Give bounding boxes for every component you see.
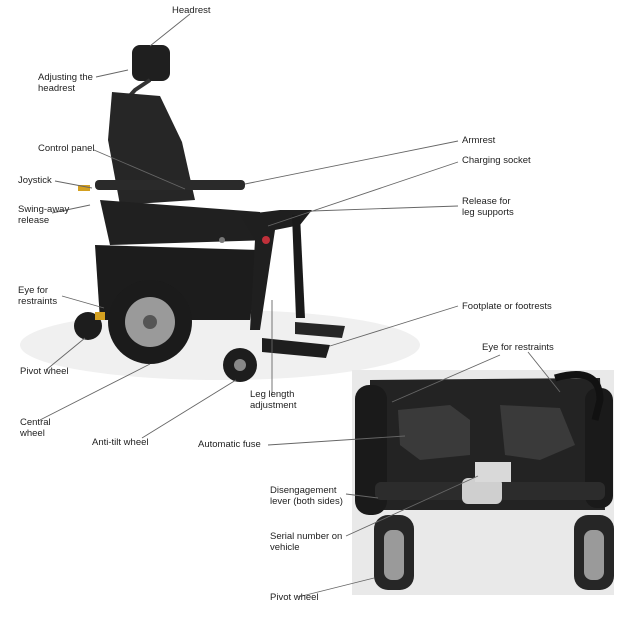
label-eye-restraints-right: Eye for restraints xyxy=(482,342,554,353)
label-anti-tilt: Anti-tilt wheel xyxy=(92,437,149,448)
leader-disengagement xyxy=(345,493,379,499)
label-footplate: Footplate or footrests xyxy=(462,301,552,312)
label-central-wheel: Central wheel xyxy=(20,417,51,439)
label-headrest: Headrest xyxy=(172,5,211,16)
label-swing-away: Swing-away release xyxy=(18,204,70,226)
leader-adjusting-headrest xyxy=(95,69,129,78)
seat-base xyxy=(100,200,270,245)
label-eye-restraints-left: Eye for restraints xyxy=(18,285,58,307)
leader-eye-restraints-left xyxy=(61,295,105,309)
seat-back xyxy=(108,92,195,205)
footplate-shape-2 xyxy=(295,322,345,338)
label-pivot-wheel: Pivot wheel xyxy=(20,366,69,377)
leader-pivot-wheel xyxy=(45,337,86,371)
label-joystick: Joystick xyxy=(18,175,52,186)
leg-support-front xyxy=(292,215,305,318)
label-adjusting-headrest: Adjusting the headrest xyxy=(38,72,93,94)
label-control-panel: Control panel xyxy=(38,143,95,154)
label-leg-length: Leg length adjustment xyxy=(250,389,297,411)
leader-pivot-wheel-bottom xyxy=(297,577,375,598)
leader-charging-socket xyxy=(267,161,459,227)
leader-central-wheel xyxy=(39,363,151,421)
label-pivot-wheel-bottom: Pivot wheel xyxy=(270,592,319,603)
serial-label-shape xyxy=(475,462,511,482)
label-automatic-fuse: Automatic fuse xyxy=(198,439,261,450)
footplate-shape xyxy=(262,338,330,358)
leg-support xyxy=(240,210,312,330)
leader-headrest xyxy=(149,13,191,47)
leader-joystick xyxy=(54,180,93,189)
leader-eye-restraints-right-2 xyxy=(527,351,561,393)
leader-serial-number xyxy=(345,475,479,537)
leader-release-leg xyxy=(311,205,459,212)
cable-coil xyxy=(554,371,604,421)
charging-socket-dot xyxy=(262,236,270,244)
leader-swing-away xyxy=(51,204,91,214)
label-release-leg: Release for leg supports xyxy=(462,196,514,218)
leader-armrest xyxy=(244,140,459,185)
leader-footplate xyxy=(329,305,459,347)
underside-spring xyxy=(462,478,502,504)
label-disengagement: Disengagement lever (both sides) xyxy=(270,485,343,507)
label-serial-number: Serial number on vehicle xyxy=(270,531,343,553)
leader-anti-tilt xyxy=(141,379,237,439)
leader-automatic-fuse xyxy=(267,435,406,446)
label-armrest: Armrest xyxy=(462,135,496,146)
leader-eye-restraints-right-1 xyxy=(391,354,501,403)
headrest-shape xyxy=(132,45,170,81)
label-charging-socket: Charging socket xyxy=(462,155,531,166)
armrest-shape xyxy=(95,180,245,190)
central-wheel-hub xyxy=(143,315,157,329)
leader-control-panel xyxy=(93,149,186,190)
